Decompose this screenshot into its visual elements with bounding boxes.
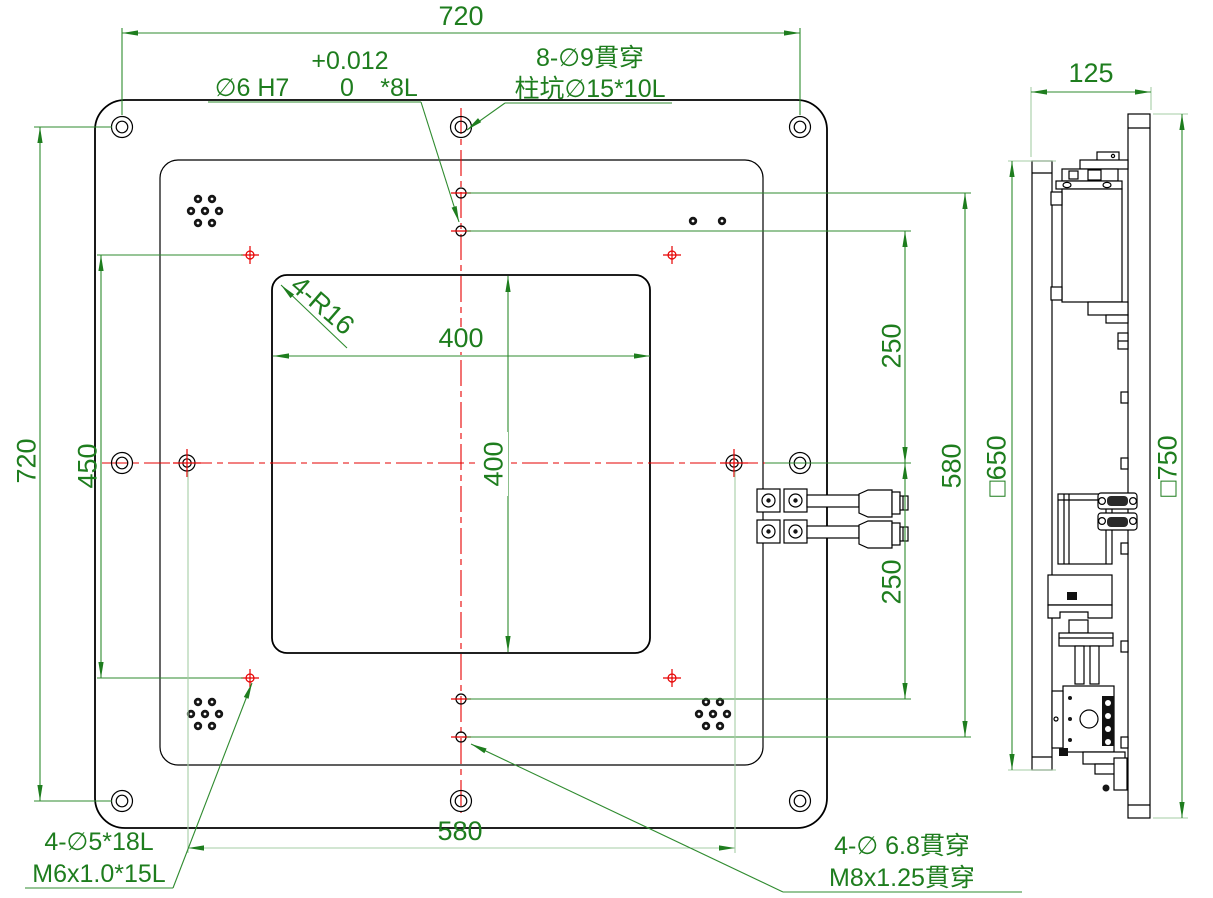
cluster-bottom-right — [694, 697, 732, 731]
pins-top-right — [688, 216, 727, 226]
dim-label-400-v: 400 — [478, 441, 508, 486]
side-top-assembly — [1050, 151, 1129, 324]
mid-holes — [173, 449, 748, 477]
screw-clusters — [186, 194, 732, 731]
dim-750: □750 — [1152, 113, 1188, 819]
note-front-line2: M6x1.0*15L — [32, 860, 166, 888]
note-dowel-depth: *8L — [380, 74, 418, 102]
dim-fillet-r16: 4-R16 — [280, 270, 360, 349]
note-back-line2: M8x1.25貫穿 — [829, 864, 975, 892]
dim-label-720-left: 720 — [11, 438, 41, 483]
side-plate-clips — [1117, 332, 1129, 749]
dim-250-top: 250 — [467, 230, 911, 464]
dim-125: 125 — [1030, 58, 1152, 157]
dim-650: □650 — [981, 160, 1056, 771]
dsub-connector-1 — [1097, 492, 1138, 510]
dim-label-720-top: 720 — [438, 1, 483, 31]
cable-connectors — [756, 488, 909, 549]
dim-label-580-bottom: 580 — [437, 816, 482, 846]
cable-connector-1 — [756, 488, 909, 518]
center-opening-outline — [271, 274, 651, 654]
dim-label-580-right: 580 — [936, 443, 966, 488]
dim-label-400-h: 400 — [438, 323, 483, 353]
dim-label-125: 125 — [1068, 58, 1113, 88]
note-back-holes: 4-∅ 6.8貫穿 M8x1.25貫穿 — [470, 743, 1022, 893]
note-front-line1: 4-∅5*18L — [44, 828, 153, 856]
note-cbore-line2: 柱坑∅15*10L — [514, 75, 665, 103]
dim-720-left: 720 — [11, 126, 112, 802]
front-view: 720 720 450 400 — [11, 1, 1022, 893]
dim-400-vertical: 400 — [478, 276, 511, 652]
note-dowel-dia: ∅6 H7 — [215, 74, 290, 102]
centerlines — [102, 108, 818, 813]
dim-580-bottom: 580 — [187, 472, 736, 853]
dim-label-250-top: 250 — [876, 323, 906, 368]
m6-hole-crosses — [241, 246, 681, 687]
dim-label-250-bottom: 250 — [876, 559, 906, 604]
dsub-connector-2 — [1097, 512, 1138, 531]
dim-label-750: □750 — [1152, 435, 1182, 496]
side-mid-assembly — [1047, 492, 1138, 619]
dim-580-right: 580 — [467, 192, 971, 738]
dim-label-650: □650 — [981, 435, 1011, 496]
dim-400-horizontal: 400 — [273, 323, 650, 359]
note-front-holes: 4-∅5*18L M6x1.0*15L — [25, 682, 253, 889]
side-base-plate — [1127, 113, 1151, 819]
note-dowel-tol-lower: 0 — [340, 74, 354, 102]
note-counterbore: 8-∅9貫穿 柱坑∅15*10L — [466, 44, 672, 131]
dim-label-r16: 4-R16 — [285, 270, 360, 341]
dim-label-450: 450 — [72, 443, 102, 488]
cluster-bottom-left — [186, 697, 224, 731]
side-view: 125 □650 □750 — [981, 58, 1188, 819]
cable-connector-2 — [756, 519, 909, 549]
dim-250-bottom: 250 — [467, 463, 911, 700]
dim-720-top: 720 — [121, 1, 801, 115]
side-front-plate — [1031, 160, 1053, 771]
note-back-line1: 4-∅ 6.8貫穿 — [834, 832, 970, 860]
side-bottom-motor — [1051, 619, 1128, 792]
note-dowel-tol-upper: +0.012 — [311, 47, 388, 75]
counterbore-holes — [110, 115, 812, 813]
outer-plate-outline — [94, 99, 828, 829]
note-cbore-line1: 8-∅9貫穿 — [536, 44, 644, 72]
dim-450-left: 450 — [72, 254, 243, 679]
cluster-top-left — [186, 194, 224, 228]
note-dowel: ∅6 H7 +0.012 0 *8L — [208, 47, 460, 223]
